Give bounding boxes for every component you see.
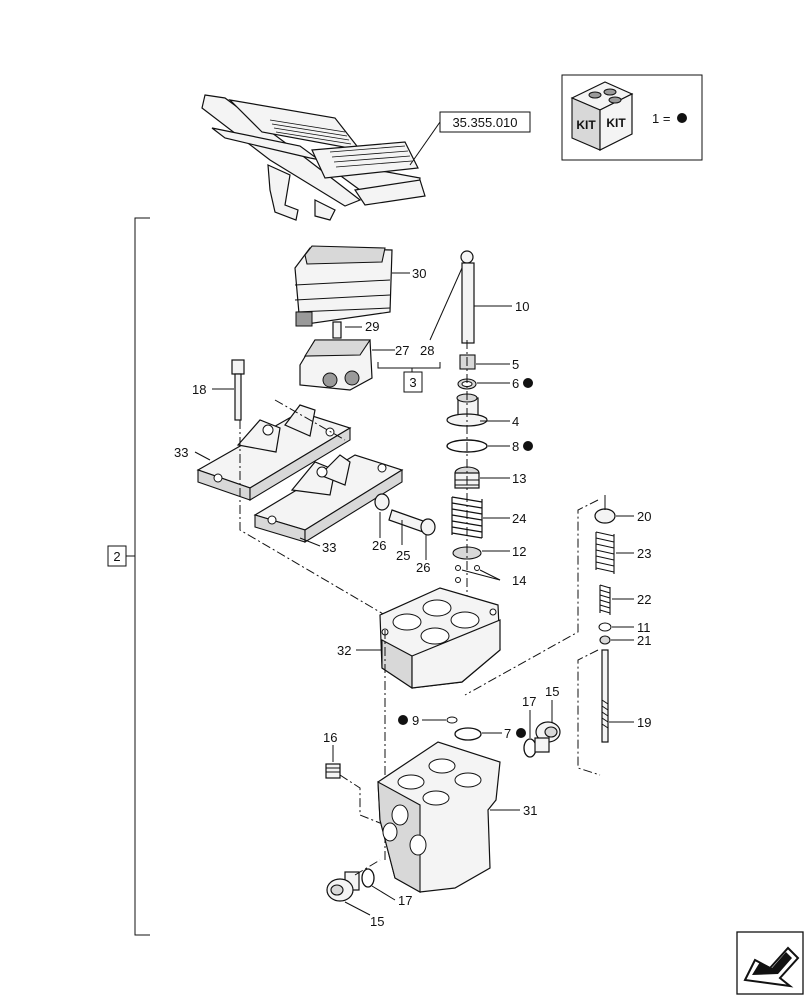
kit-dot-icon — [523, 441, 533, 451]
kit-dot-icon — [677, 113, 687, 123]
callout-24: 24 — [512, 511, 526, 526]
callout-7: 7 — [504, 726, 511, 741]
seal-17-lower — [361, 868, 375, 888]
callout-33-upper: 33 — [174, 445, 188, 460]
cam-block — [299, 339, 373, 391]
callout-23: 23 — [637, 546, 651, 561]
group-number: 2 — [113, 549, 120, 564]
reference-box — [439, 111, 531, 133]
callout-9: 9 — [412, 713, 419, 728]
callout-8: 8 — [512, 439, 519, 454]
callout-25: 25 — [396, 548, 410, 563]
callout-28: 28 — [420, 343, 434, 358]
reference-number: 35.355.010 — [452, 115, 517, 130]
kit-dot-icon — [398, 715, 408, 725]
callout-17-upper: 17 — [522, 694, 536, 709]
bracket-33-lower — [253, 454, 404, 543]
callout-17-lower: 17 — [398, 893, 412, 908]
bolt-18 — [231, 359, 245, 421]
seal-17-upper — [523, 738, 537, 758]
callout-5: 5 — [512, 357, 519, 372]
group-bracket: 2 — [107, 217, 150, 936]
kit-dot-icon — [516, 728, 526, 738]
pin-25 — [374, 493, 436, 536]
plug-15-upper — [534, 721, 561, 753]
callout-21: 21 — [637, 633, 651, 648]
right-spring-stack — [594, 508, 616, 743]
pedal-assembly — [201, 94, 441, 221]
kit-legend-text: 1 = — [652, 111, 670, 126]
callout-12: 12 — [512, 544, 526, 559]
callout-29: 29 — [365, 319, 379, 334]
callout-11: 11 — [637, 620, 651, 635]
plug-16 — [325, 763, 341, 779]
callout-6: 6 — [512, 376, 519, 391]
sub-assembly-number: 3 — [409, 375, 416, 390]
callout-15-lower: 15 — [370, 914, 384, 929]
callout-26-right: 26 — [416, 560, 430, 575]
callout-14: 14 — [512, 573, 526, 588]
rubber-boot — [294, 245, 393, 327]
callout-30: 30 — [412, 266, 426, 281]
plug-15-lower — [326, 871, 360, 902]
callout-26-left: 26 — [372, 538, 386, 553]
kit-label-left: KIT — [576, 118, 596, 132]
callout-13: 13 — [512, 471, 526, 486]
kit-label-right: KIT — [606, 116, 626, 130]
seal-9 — [446, 716, 458, 724]
upper-body-32 — [379, 587, 501, 690]
callout-18: 18 — [192, 382, 206, 397]
bracket-33-upper — [196, 404, 352, 501]
callout-10: 10 — [515, 299, 529, 314]
kit-legend: KIT KIT 1 = — [561, 74, 703, 161]
lower-body-31 — [377, 741, 501, 893]
callout-15-upper: 15 — [545, 684, 559, 699]
callout-31: 31 — [523, 803, 537, 818]
callout-33-lower: 33 — [322, 540, 336, 555]
callout-27: 27 — [395, 343, 409, 358]
callout-22: 22 — [637, 592, 651, 607]
kit-dot-icon — [523, 378, 533, 388]
callout-20: 20 — [637, 509, 651, 524]
seal-7 — [454, 727, 482, 741]
callout-32: 32 — [337, 643, 351, 658]
callout-19: 19 — [637, 715, 651, 730]
callout-16: 16 — [323, 730, 337, 745]
callout-4: 4 — [512, 414, 519, 429]
next-page-arrow-icon[interactable] — [736, 931, 804, 995]
